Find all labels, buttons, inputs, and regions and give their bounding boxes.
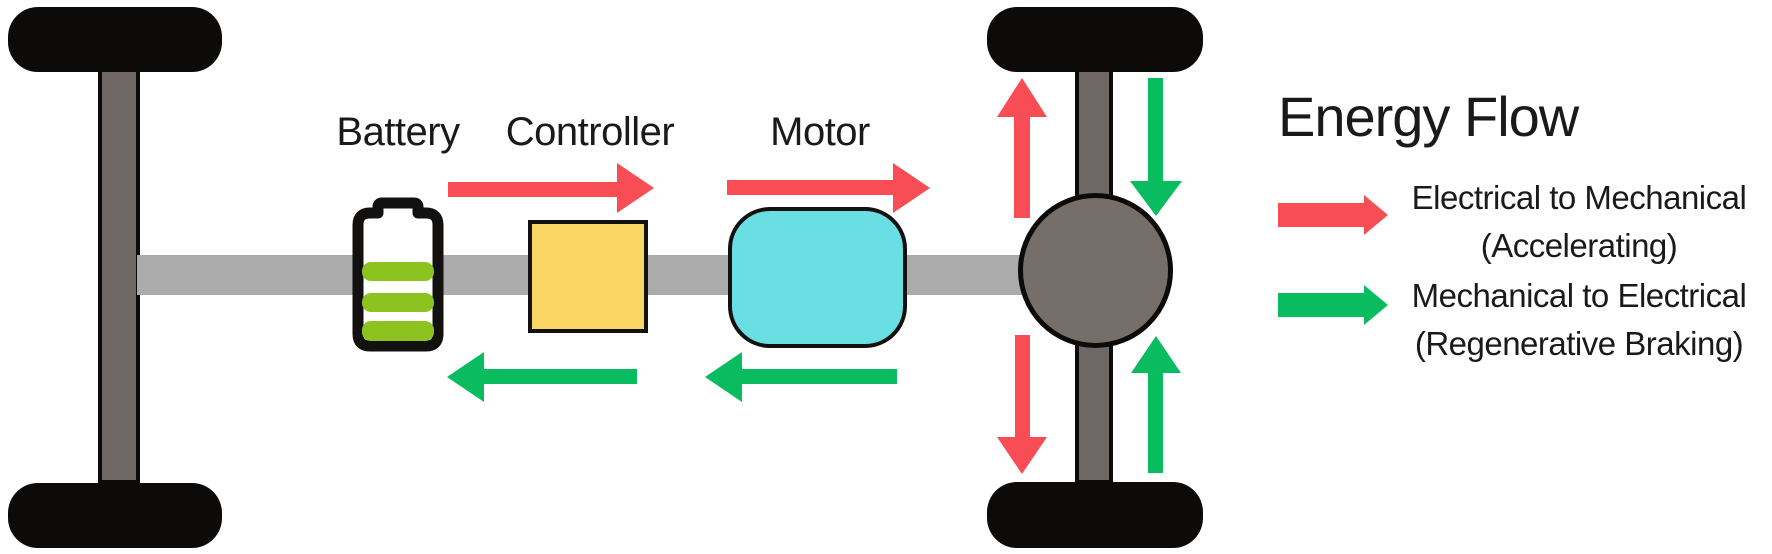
rear-left-wheel bbox=[987, 7, 1203, 72]
legend-red-line2: (Accelerating) bbox=[1480, 227, 1678, 264]
front-axle-bar bbox=[98, 66, 140, 484]
motor-box bbox=[728, 207, 907, 348]
front-right-wheel bbox=[8, 483, 222, 548]
legend-green-line1: Mechanical to Electrical bbox=[1411, 277, 1747, 314]
legend-red-line1: Electrical to Mechanical bbox=[1411, 179, 1747, 216]
controller-label: Controller bbox=[505, 110, 675, 154]
controller-box bbox=[528, 220, 648, 333]
legend-title: Energy Flow bbox=[1278, 85, 1579, 148]
legend-red-label: Electrical to Mechanical (Accelerating) bbox=[1388, 174, 1770, 270]
legend-red-arrow-head-icon bbox=[1364, 195, 1388, 235]
battery-icon bbox=[348, 196, 448, 356]
front-left-wheel bbox=[8, 7, 222, 72]
legend-green-arrow-icon bbox=[1278, 293, 1364, 317]
battery-label: Battery bbox=[336, 110, 460, 154]
motor-label: Motor bbox=[770, 110, 870, 154]
rear-right-wheel bbox=[987, 482, 1203, 548]
differential-hub bbox=[1018, 193, 1173, 348]
legend-red-arrow-icon bbox=[1278, 203, 1364, 227]
legend-green-line2: (Regenerative Braking) bbox=[1414, 325, 1744, 362]
legend-green-label: Mechanical to Electrical (Regenerative B… bbox=[1388, 272, 1770, 368]
legend-green-arrow-head-icon bbox=[1364, 285, 1388, 325]
